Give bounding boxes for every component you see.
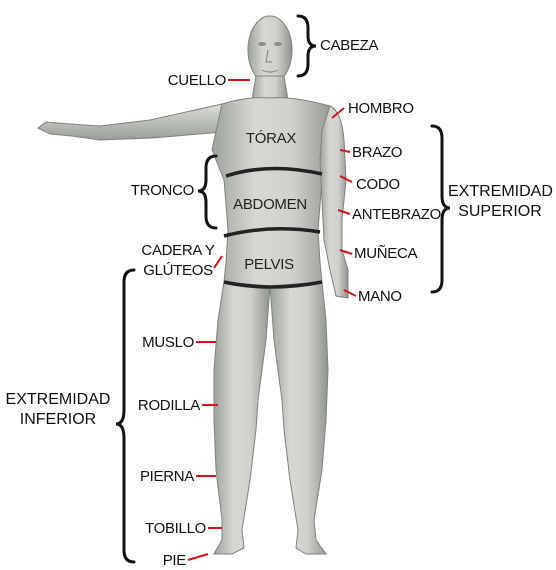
label-cadera-line1: CADERA Y <box>136 242 220 259</box>
left-arm-shape <box>320 106 348 298</box>
group-inferior-line1: EXTREMIDAD <box>2 390 114 410</box>
label-pelvis: PELVIS <box>234 256 304 273</box>
label-pierna: PIERNA <box>128 468 194 485</box>
label-rodilla: RODILLA <box>128 397 200 414</box>
label-brazo: BRAZO <box>352 144 402 161</box>
cabeza-brace <box>298 16 316 76</box>
neck-shape <box>252 76 288 100</box>
group-superior-line2: SUPERIOR <box>448 202 552 222</box>
label-hombro: HOMBRO <box>348 100 414 117</box>
pie-leader <box>188 554 208 560</box>
inferior-brace <box>116 270 134 562</box>
group-superior-line1: EXTREMIDAD <box>448 182 552 202</box>
label-tobillo: TOBILLO <box>132 520 206 537</box>
label-cabeza: CABEZA <box>320 37 378 54</box>
label-muslo: MUSLO <box>128 334 194 351</box>
label-mano: MANO <box>358 288 402 305</box>
label-codo: CODO <box>356 176 400 193</box>
label-tronco: TRONCO <box>120 182 194 199</box>
label-abdomen: ABDOMEN <box>228 196 312 213</box>
tronco-brace <box>198 156 216 228</box>
label-pie: PIE <box>146 552 186 569</box>
group-inferior-line2: INFERIOR <box>2 410 114 430</box>
label-cuello: CUELLO <box>160 72 226 89</box>
group-superior: EXTREMIDAD SUPERIOR <box>448 182 552 222</box>
right-leg-shape <box>214 282 270 554</box>
right-arm-shape <box>38 104 222 140</box>
left-leg-shape <box>270 282 328 554</box>
label-antebrazo: ANTEBRAZO <box>352 206 441 223</box>
head-shape <box>248 16 292 84</box>
label-cadera-line2: GLÚTEOS <box>136 262 220 279</box>
label-torax: TÓRAX <box>236 130 306 147</box>
label-muneca: MUÑECA <box>354 245 417 262</box>
group-inferior: EXTREMIDAD INFERIOR <box>2 390 114 430</box>
